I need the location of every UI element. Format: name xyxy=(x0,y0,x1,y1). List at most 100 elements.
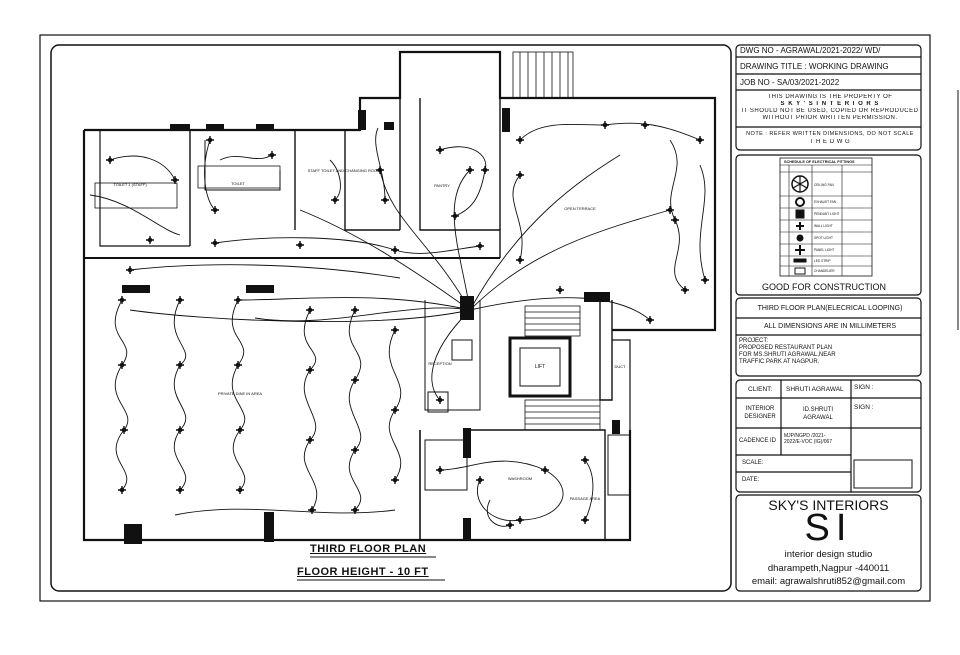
light-point-icon xyxy=(351,376,359,384)
light-point-icon xyxy=(306,366,314,374)
light-point-icon xyxy=(176,426,184,434)
light-point-icon xyxy=(541,466,549,474)
sheet-border xyxy=(39,34,931,602)
light-point-icon xyxy=(118,486,126,494)
light-point-icon xyxy=(376,166,384,174)
studio-address: dharampeth,Nagpur -440011 xyxy=(767,563,890,574)
light-point-icon xyxy=(476,242,484,250)
light-point-icon xyxy=(481,166,489,174)
light-point-icon xyxy=(581,516,589,524)
light-point-icon xyxy=(506,521,514,529)
light-point-icon xyxy=(601,121,609,129)
designer-label-line: DESIGNER xyxy=(744,414,776,420)
property-notice-2: S K Y ' S I N T E R I O R S xyxy=(780,101,880,107)
property-notice-1: THIS DRAWING IS THE PROPERTY OF xyxy=(767,94,893,100)
legend-item: PANEL LIGHT xyxy=(814,248,834,252)
client-sign-label: SIGN : xyxy=(854,384,874,391)
light-point-icon xyxy=(391,246,399,254)
light-point-icon xyxy=(436,396,444,404)
dimensions-note: ALL DIMENSIONS ARE IN MILLIMETERS xyxy=(764,323,896,330)
light-point-icon xyxy=(391,476,399,484)
schedule-title: SCHEDULE OF ELECTRICAL FITTINGS xyxy=(784,160,855,164)
light-point-icon xyxy=(381,196,389,204)
light-point-icon xyxy=(701,276,709,284)
light-point-icon xyxy=(451,212,459,220)
scale-label: SCALE: xyxy=(742,460,764,466)
room-label-duct: DUCT xyxy=(614,364,626,369)
scale-note-2: T H E D W G xyxy=(809,139,851,145)
light-point-icon xyxy=(436,146,444,154)
room-label-lift: LIFT xyxy=(535,364,545,370)
light-point-icon xyxy=(306,436,314,444)
room-labels: TOILET 1 (STAFF) TOILET STAFF TOILET AND… xyxy=(113,168,626,501)
light-point-icon xyxy=(126,266,134,274)
light-point-icon xyxy=(331,196,339,204)
electrical-looping xyxy=(89,122,706,527)
plan-title: THIRD FLOOR PLAN xyxy=(310,543,427,555)
room-label-pantry: PANTRY xyxy=(434,183,450,188)
cadence-value: MJP/NGPD /2021- 2022/E-VOC (IG)/067 xyxy=(784,433,832,445)
light-point-icon xyxy=(516,256,524,264)
studio-logo: SI xyxy=(804,507,853,549)
light-point-icon xyxy=(106,156,114,164)
designer-value-line: AGRAWAL xyxy=(803,415,833,421)
room-label-reception: RECEPTION xyxy=(428,361,451,366)
project-info: PROJECT: PROPOSED RESTAURANT PLAN FOR MS… xyxy=(739,338,836,366)
designer-label: INTERIOR DESIGNER xyxy=(742,405,778,421)
legend-item: CHANDELIER xyxy=(814,269,835,273)
property-notice-3: IT SHOULD NOT BE USED, COPIED OR REPRODU… xyxy=(741,108,919,114)
room-label-passage: PASSAGE AREA xyxy=(570,496,601,501)
light-point-icon xyxy=(516,171,524,179)
light-point-icon xyxy=(351,506,359,514)
light-point-icon xyxy=(236,486,244,494)
legend-item: PENDANT LIGHT xyxy=(814,212,839,216)
dwg-no: DWG NO - AGRAWAL/2021-2022/ WD/ xyxy=(740,46,881,55)
cadence-value-line: MJP/NGPD /2021- xyxy=(784,433,826,439)
light-point-icon xyxy=(176,361,184,369)
legend-item: WALL LIGHT xyxy=(814,224,833,228)
light-point-icon xyxy=(236,426,244,434)
job-no: JOB NO - SA/03/2021-2022 xyxy=(740,78,840,87)
light-point-icon xyxy=(234,361,242,369)
room-label-open-terrace: OPEN TERRACE xyxy=(564,206,596,211)
light-point-icon xyxy=(351,306,359,314)
light-point-icon xyxy=(696,136,704,144)
light-point-icon xyxy=(268,151,276,159)
room-label-toilet-1: TOILET 1 (STAFF) xyxy=(113,182,147,187)
light-point-icon xyxy=(671,216,679,224)
light-point-icon xyxy=(234,296,242,304)
light-point-icon xyxy=(118,296,126,304)
floor-height-label: FLOOR HEIGHT - 10 FT xyxy=(297,566,429,578)
drawing-title: DRAWING TITLE : WORKING DRAWING xyxy=(740,62,889,71)
designer-label-line: INTERIOR xyxy=(745,406,775,412)
room-label-private-dine: PRIVATE DINE IN AREA xyxy=(218,391,262,396)
light-point-icon xyxy=(476,476,484,484)
project-line: TRAFFIC PARK AT NAGPUR. xyxy=(739,359,820,365)
light-point-icon xyxy=(206,136,214,144)
light-point-icon xyxy=(516,136,524,144)
light-point-icon xyxy=(641,121,649,129)
client-label: CLIENT: xyxy=(748,386,773,393)
light-point-icon xyxy=(306,306,314,314)
designer-value: ID.SHRUTI AGRAWAL xyxy=(790,406,846,422)
light-point-icon xyxy=(666,206,674,214)
room-label-washroom: WASHROOM xyxy=(508,476,532,481)
light-point-icon xyxy=(436,466,444,474)
light-point-icon xyxy=(351,446,359,454)
light-point-icon xyxy=(211,239,219,247)
studio-email: email: agrawalshruti852@gmail.com xyxy=(751,576,906,587)
legend-item: EXHAUST FAN xyxy=(814,200,837,204)
studio-tagline: interior design studio xyxy=(784,549,873,560)
light-point-icon xyxy=(176,486,184,494)
project-line: FOR MS.SHRUTI AGRAWAL,NEAR xyxy=(739,352,836,358)
drawing-frame xyxy=(50,44,732,592)
cadence-value-line: 2022/E-VOC (IG)/067 xyxy=(784,439,833,445)
light-point-icon xyxy=(516,516,524,524)
project-line: PROPOSED RESTAURANT PLAN xyxy=(739,345,833,351)
legend-item: SPOT LIGHT xyxy=(814,236,833,240)
floor-plan xyxy=(82,50,717,544)
legend-item: CEILING FAN xyxy=(814,183,835,187)
scale-note-1: NOTE : REFER WRITTEN DIMENSIONS, DO NOT … xyxy=(746,131,914,137)
cadence-label: CADENCE ID xyxy=(739,438,777,444)
